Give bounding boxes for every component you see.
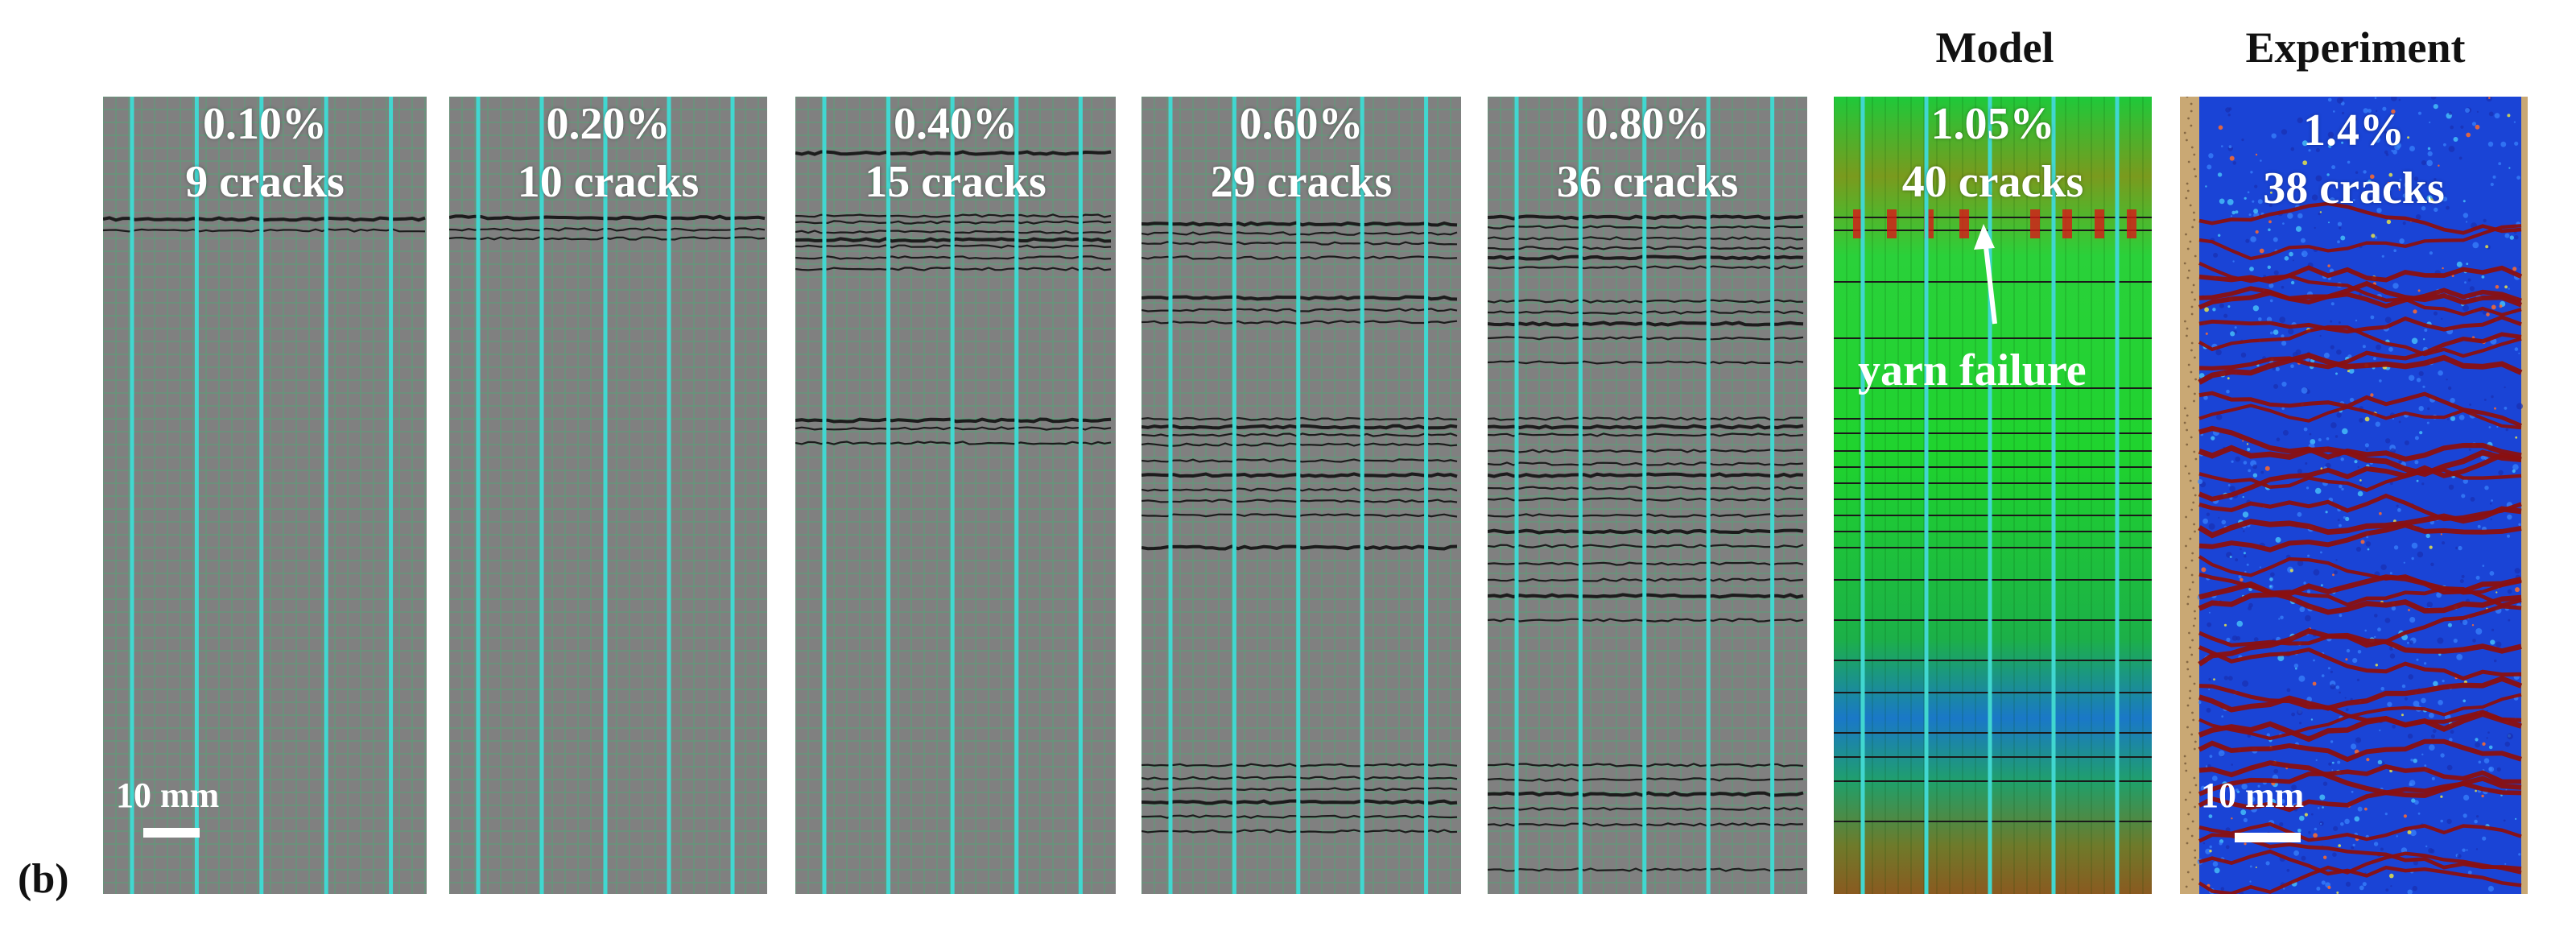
simulation-mesh-image xyxy=(1141,97,1461,894)
panel-strain-0-20: 0.20% 10 cracks xyxy=(449,97,767,894)
strain-label: 0.60% xyxy=(1239,99,1364,149)
panel-strain-0-60: 0.60% 29 cracks xyxy=(1141,97,1461,894)
model-header: Model xyxy=(1935,23,2054,72)
crack-count-label: 15 cracks xyxy=(865,157,1046,207)
yarn-failure-annotation: yarn failure xyxy=(1858,345,2087,395)
experiment-header: Experiment xyxy=(2245,23,2466,72)
simulation-mesh-image xyxy=(449,97,767,894)
model-stress-field-image xyxy=(1834,97,2152,894)
crack-count-label: 38 cracks xyxy=(2263,163,2445,213)
simulation-mesh-image xyxy=(103,97,427,894)
experiment-dic-image xyxy=(2180,97,2528,894)
crack-count-label: 40 cracks xyxy=(1901,157,2084,207)
simulation-mesh-image xyxy=(795,97,1116,894)
panel-model-1-05: 1.05% 40 cracks yarn failure xyxy=(1834,97,2152,894)
strain-label: 0.20% xyxy=(546,99,671,149)
scale-bar-label: 10 mm xyxy=(116,776,220,815)
panel-experiment-1-4: 1.4% 38 cracks xyxy=(2180,97,2528,894)
annotation-arrow xyxy=(1974,224,1997,325)
scale-bar-label: 10 mm xyxy=(2201,776,2305,815)
strain-label: 0.40% xyxy=(894,99,1018,149)
scale-bar xyxy=(2235,833,2301,842)
strain-label: 1.4% xyxy=(2303,105,2405,155)
strain-label: 1.05% xyxy=(1930,99,2055,149)
panel-strain-0-80: 0.80% 36 cracks xyxy=(1488,97,1807,894)
panel-strain-0-40: 0.40% 15 cracks xyxy=(795,97,1116,894)
part-label: (b) xyxy=(18,856,69,902)
crack-count-label: 29 cracks xyxy=(1210,157,1393,207)
crack-count-label: 36 cracks xyxy=(1556,157,1739,207)
strain-label: 0.10% xyxy=(203,99,327,149)
scale-bar xyxy=(143,828,200,838)
strain-label: 0.80% xyxy=(1585,99,1710,149)
panel-strain-0-10: 0.10% 9 cracks xyxy=(103,97,427,894)
simulation-mesh-image xyxy=(1488,97,1807,894)
crack-count-label: 9 cracks xyxy=(185,157,345,207)
crack-count-label: 10 cracks xyxy=(517,157,700,207)
